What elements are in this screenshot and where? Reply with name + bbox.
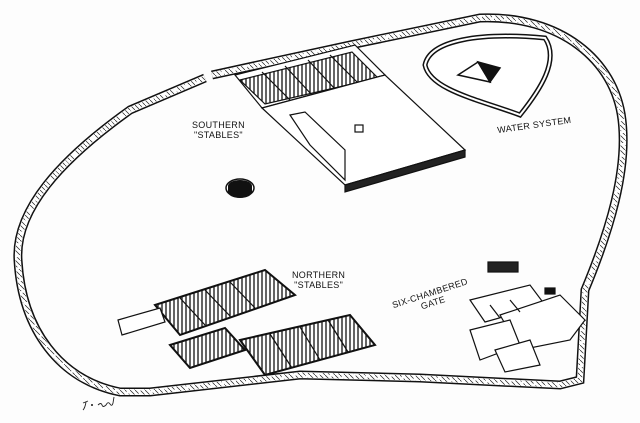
northern-stables-label: NORTHERN "STABLES" xyxy=(292,270,345,290)
southern-stables-label: SOUTHERN "STABLES" xyxy=(192,120,245,140)
label-line: "STABLES" xyxy=(294,280,344,290)
six-chambered-gate xyxy=(469,261,586,373)
southern-stables xyxy=(233,44,467,193)
water-system xyxy=(422,33,553,118)
grain-silo xyxy=(225,178,255,198)
label-line: SOUTHERN xyxy=(192,120,245,130)
label-line: "STABLES" xyxy=(193,130,243,140)
city-wall xyxy=(13,13,628,397)
label-line: NORTHERN xyxy=(292,270,346,280)
northern-stables xyxy=(117,268,377,377)
artist-signature xyxy=(82,396,115,411)
